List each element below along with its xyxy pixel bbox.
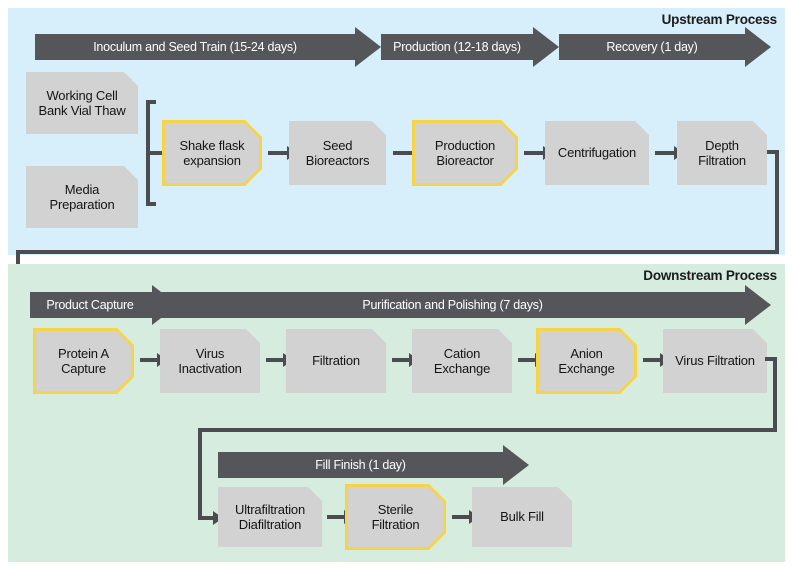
box-bulk-fill[interactable]: Bulk Fill (472, 487, 572, 547)
phase-fill-finish: Fill Finish (1 day) (218, 445, 529, 485)
box-label: Bulk Fill (500, 509, 544, 525)
box-working-cell-bank-vial-thaw[interactable]: Working Cell Bank Vial Thaw (26, 72, 138, 134)
connector-production-to-centrifugation (524, 146, 553, 160)
phase-product-capture: Product Capture (30, 285, 178, 325)
route-depth-down-v (775, 150, 779, 254)
box-label: Seed Bioreactors (305, 137, 370, 168)
upstream-process-title: Upstream Process (661, 12, 778, 27)
phase-label: Production (12-18 days) (393, 39, 521, 54)
phase-label: Recovery (1 day) (606, 39, 698, 54)
arrow-head-icon (533, 27, 559, 67)
connector-seed-to-production (393, 146, 422, 160)
box-anion-exchange[interactable]: Anion Exchange (539, 331, 634, 391)
box-sterile-filtration[interactable]: Sterile Filtration (348, 487, 443, 547)
route-virusfilt-out-h (765, 357, 777, 361)
box-label: Filtration (312, 353, 360, 369)
arrow-head-icon (745, 27, 771, 67)
connector-virus-inactivation-to-filtration (266, 353, 293, 367)
box-label: Shake flask expansion (179, 137, 245, 168)
connector-protein-a-to-virus-inactivation (140, 353, 167, 367)
input-bracket-top (146, 100, 156, 104)
route-into-uf-h (198, 516, 214, 520)
box-virus-inactivation[interactable]: Virus Inactivation (160, 329, 260, 393)
input-bracket-stem (146, 151, 164, 155)
box-shake-flask-expansion[interactable]: Shake flask expansion (165, 123, 259, 183)
phase-purification-polishing: Purification and Polishing (7 days) (160, 285, 771, 325)
box-label: Depth Filtration (698, 137, 746, 168)
arrow-head-icon (355, 27, 381, 67)
connector-sterile-to-bulk-fill (452, 510, 479, 524)
connector-filtration-to-cation (392, 353, 419, 367)
box-label: Protein A Capture (58, 345, 109, 376)
box-label: Working Cell Bank Vial Thaw (38, 87, 126, 118)
connector-shake-to-seed (268, 146, 297, 160)
phase-label: Inoculum and Seed Train (15-24 days) (93, 39, 297, 54)
route-to-fill-finish-h (198, 428, 777, 432)
connector-anion-to-virus-filtration (643, 353, 670, 367)
route-depth-out-h (767, 150, 779, 154)
box-cation-exchange[interactable]: Cation Exchange (412, 329, 512, 393)
box-production-bioreactor[interactable]: Production Bioreactor (415, 123, 515, 183)
connector-uf-to-sterile (327, 510, 354, 524)
box-label: Virus Inactivation (178, 345, 242, 376)
route-upstream-to-downstream-h (16, 250, 779, 254)
box-label: Sterile Filtration (371, 501, 420, 532)
phase-label: Fill Finish (1 day) (315, 457, 406, 472)
box-label: Media Preparation (49, 181, 115, 212)
phase-label: Product Capture (46, 297, 134, 312)
box-label: Production Bioreactor (434, 137, 496, 168)
box-filtration[interactable]: Filtration (286, 329, 386, 393)
box-ultrafiltration-diafiltration[interactable]: Ultrafiltration Diafiltration (218, 487, 322, 547)
arrow-head-icon (503, 445, 529, 485)
box-depth-filtration[interactable]: Depth Filtration (677, 121, 767, 185)
connector-centrifugation-to-depth (655, 146, 684, 160)
box-virus-filtration[interactable]: Virus Filtration (663, 329, 767, 393)
phase-label: Purification and Polishing (7 days) (362, 297, 543, 312)
phase-recovery: Recovery (1 day) (559, 27, 771, 67)
box-centrifugation[interactable]: Centrifugation (545, 121, 649, 185)
box-label: Ultrafiltration Diafiltration (235, 501, 305, 532)
phase-production: Production (12-18 days) (381, 27, 559, 67)
box-media-preparation[interactable]: Media Preparation (26, 166, 138, 228)
box-label: Centrifugation (557, 145, 637, 161)
box-seed-bioreactors[interactable]: Seed Bioreactors (289, 121, 386, 185)
arrow-head-icon (745, 285, 771, 325)
route-virusfilt-down-v (773, 357, 777, 432)
downstream-process-title: Downstream Process (643, 268, 777, 283)
route-down-to-uf-v (198, 428, 202, 518)
connector-cation-to-anion (518, 353, 545, 367)
phase-inoculum-seed-train: Inoculum and Seed Train (15-24 days) (35, 27, 381, 67)
box-protein-a-capture[interactable]: Protein A Capture (36, 331, 131, 391)
box-label: Anion Exchange (558, 345, 615, 376)
input-bracket-bottom (146, 202, 156, 206)
box-label: Cation Exchange (433, 345, 491, 376)
box-label: Virus Filtration (675, 353, 755, 369)
